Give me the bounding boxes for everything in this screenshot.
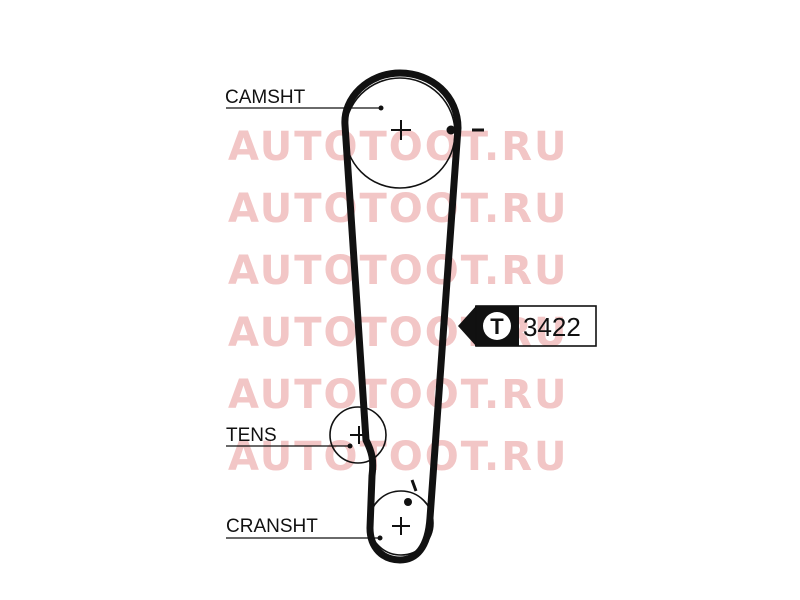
tensioner-pulley [329,406,387,464]
tooth-badge-letter: T [490,314,504,339]
tag-arrow [458,306,476,346]
tag-box [475,305,597,347]
crankshaft-timing-dot-icon [404,498,412,506]
watermark-text: AUTOTOOT.RU [228,372,568,418]
camshaft-timing-dot-icon [446,125,456,135]
watermark: AUTOTOOT.RU AUTOTOOT.RU AUTOTOOT.RU AUTO… [228,124,568,480]
tensioner-center-icon [350,426,368,444]
crankshaft-label: CRANSHT [226,516,318,537]
crankshaft-leader [226,535,383,541]
tooth-badge-icon [483,312,511,340]
camshaft-leader [226,105,384,111]
belt-code-tag: T 3422 [458,305,597,347]
crankshaft-timing-mark-icon [410,479,418,492]
watermark-text: AUTOTOOT.RU [228,434,568,480]
crankshaft-center-icon [392,517,410,535]
camshaft-label: CAMSHT [225,87,306,108]
tensioner-leader [226,443,353,449]
watermark-text: AUTOTOOT.RU [228,124,568,170]
timing-belt [341,69,462,564]
tensioner-label: TENS [226,425,277,446]
belt-code-number: 3422 [523,312,581,342]
camshaft-center-icon [391,120,411,140]
watermark-text: AUTOTOOT.RU [228,248,568,294]
watermark-text: AUTOTOOT.RU [228,186,568,232]
